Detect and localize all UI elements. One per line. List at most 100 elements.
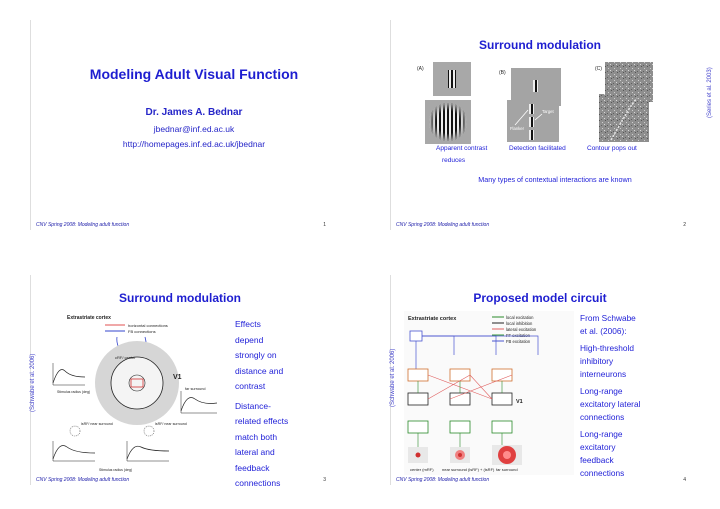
- body-line: interneurons: [580, 369, 627, 379]
- author-homepage: http://homepages.inf.ed.ac.uk/jbednar: [122, 139, 266, 149]
- slide-3: Surround modulation (Schwabe et al. 2006…: [0, 255, 360, 509]
- surround-modulation-figure: Extrastriate cortex horizontal connectio…: [52, 315, 218, 472]
- body-line: High-threshold: [580, 343, 634, 353]
- label-far-surround: far surround: [496, 467, 518, 472]
- unit: [449, 420, 471, 434]
- curve: [126, 445, 170, 460]
- stim-near-center: [458, 453, 462, 457]
- inhibitory-row: [407, 392, 513, 406]
- slide-footer: CNV Spring 2008: Modeling adult function…: [36, 222, 326, 228]
- slide-title: Surround modulation: [119, 291, 241, 305]
- far-surround-label: far surround: [185, 387, 205, 391]
- panel-c-contour: [610, 97, 638, 141]
- panel-c-letter: (C): [595, 66, 602, 72]
- body-line: Effects: [235, 319, 261, 329]
- body-line: Distance-: [235, 400, 271, 411]
- lsrf-label-right: lsRF/ near surround: [155, 422, 187, 426]
- footer-text: CNV Spring 2008: Modeling adult function: [396, 222, 490, 228]
- near-surround-disk: [110, 356, 164, 410]
- body-line: feedback: [235, 462, 270, 473]
- caption-contrast-2: reduces: [442, 157, 466, 164]
- caption-contour: Contour pops out: [587, 145, 637, 152]
- body-line: Long-range: [580, 386, 623, 396]
- legend-horizontal: horizontal connections: [128, 323, 168, 328]
- stim-center: [415, 452, 421, 458]
- label-near-surround: near surround (lsRF) + (lsRF): [442, 467, 495, 472]
- stimulus-row: [408, 445, 522, 465]
- unit: [407, 420, 429, 434]
- extrastriate-label: Extrastriate cortex: [67, 315, 111, 321]
- response-plot-right: far surround: [180, 387, 218, 414]
- footer-text: CNV Spring 2008: Modeling adult function: [36, 477, 130, 483]
- fb-line-3: [422, 335, 539, 355]
- v1-site: [130, 378, 144, 388]
- slide-margin-line: [30, 20, 31, 230]
- author-name: Dr. James A. Bednar: [145, 107, 243, 118]
- footer-text: CNV Spring 2008: Modeling adult function: [36, 222, 130, 228]
- page-number: 3: [323, 477, 326, 483]
- page-number: 1: [323, 222, 326, 228]
- body-text: Effects depend strongly on distance and …: [235, 317, 288, 492]
- legend-fb-exc: FB excitation: [506, 339, 531, 344]
- excitatory-row-top: [407, 368, 513, 382]
- curve: [52, 369, 86, 384]
- flanker-label: Flanker: [510, 126, 525, 131]
- body-line: connections: [580, 468, 625, 478]
- body-line: excitatory: [580, 442, 616, 452]
- neuron-left: lsRF/ near surround: [52, 422, 113, 462]
- panel-a-letter: (A): [417, 66, 424, 72]
- target-label: Target: [542, 109, 554, 114]
- legend-local-inh: local inhibition: [506, 321, 533, 326]
- panel-b-flanker-bottom: [529, 130, 534, 140]
- slide-title: Proposed model circuit: [473, 291, 607, 305]
- body-line: connections: [235, 478, 281, 488]
- body-line: lateral and: [235, 447, 275, 457]
- body-line: inhibitory: [580, 356, 614, 366]
- body-line: Long-range: [580, 429, 623, 439]
- body-line: distance and: [235, 365, 284, 376]
- local-lines: [417, 381, 503, 393]
- stim-far-inner: [503, 451, 511, 459]
- v1-label: V1: [173, 374, 182, 381]
- slide-1: Modeling Adult Visual Function Dr. James…: [0, 0, 360, 254]
- flanker-arrow: [514, 109, 529, 126]
- unit: [491, 420, 513, 434]
- slide-footer: CNV Spring 2008: Modeling adult function…: [36, 477, 326, 483]
- body-text: From Schwabe et al. (2006): High-thresho…: [580, 312, 640, 480]
- extrastriate-label: Extrastriate cortex: [408, 316, 457, 322]
- panel-a-target-patch: [448, 70, 456, 88]
- body-line: depend: [235, 334, 264, 345]
- neuron-right: lsRF/ near surround: [126, 422, 187, 462]
- panel-a-fade: [429, 103, 467, 141]
- body-line: From Schwabe: [580, 313, 636, 323]
- slide-margin-line: [390, 20, 391, 230]
- unit: [449, 368, 471, 382]
- panel-b-single-target: [533, 80, 538, 92]
- slide-footer: CNV Spring 2008: Modeling adult function…: [396, 222, 686, 228]
- body-line: strongly on: [235, 350, 277, 360]
- panel-b-target: [529, 117, 534, 127]
- body-line: related effects: [235, 416, 289, 426]
- unit: [407, 392, 429, 406]
- unit: [491, 392, 513, 406]
- target-arrow: [534, 113, 543, 121]
- v1-label: V1: [516, 399, 523, 405]
- contextual-stimuli-figure: (A) (B) Target Flanker (C): [417, 62, 653, 144]
- caption-contrast: Apparent contrast: [436, 145, 488, 152]
- ff-lines: [417, 433, 503, 447]
- rf: [143, 425, 155, 437]
- response-plot-left: [52, 363, 86, 386]
- crf-label: cRF/ center: [115, 355, 136, 360]
- panel-c: (C): [595, 62, 653, 142]
- curve: [180, 397, 218, 412]
- body-line: excitatory lateral: [580, 399, 641, 409]
- body-line: feedback: [580, 455, 614, 465]
- body-line: contrast: [235, 381, 266, 391]
- panel-a: (A): [417, 62, 471, 144]
- body-line: match both: [235, 431, 278, 442]
- unit: [449, 392, 471, 406]
- panel-b: (B) Target Flanker: [499, 68, 561, 142]
- slide-2: Surround modulation (A) (B): [360, 0, 720, 254]
- slide-margin-line: [390, 275, 391, 485]
- citation: (Schwabe et al. 2006): [30, 353, 36, 412]
